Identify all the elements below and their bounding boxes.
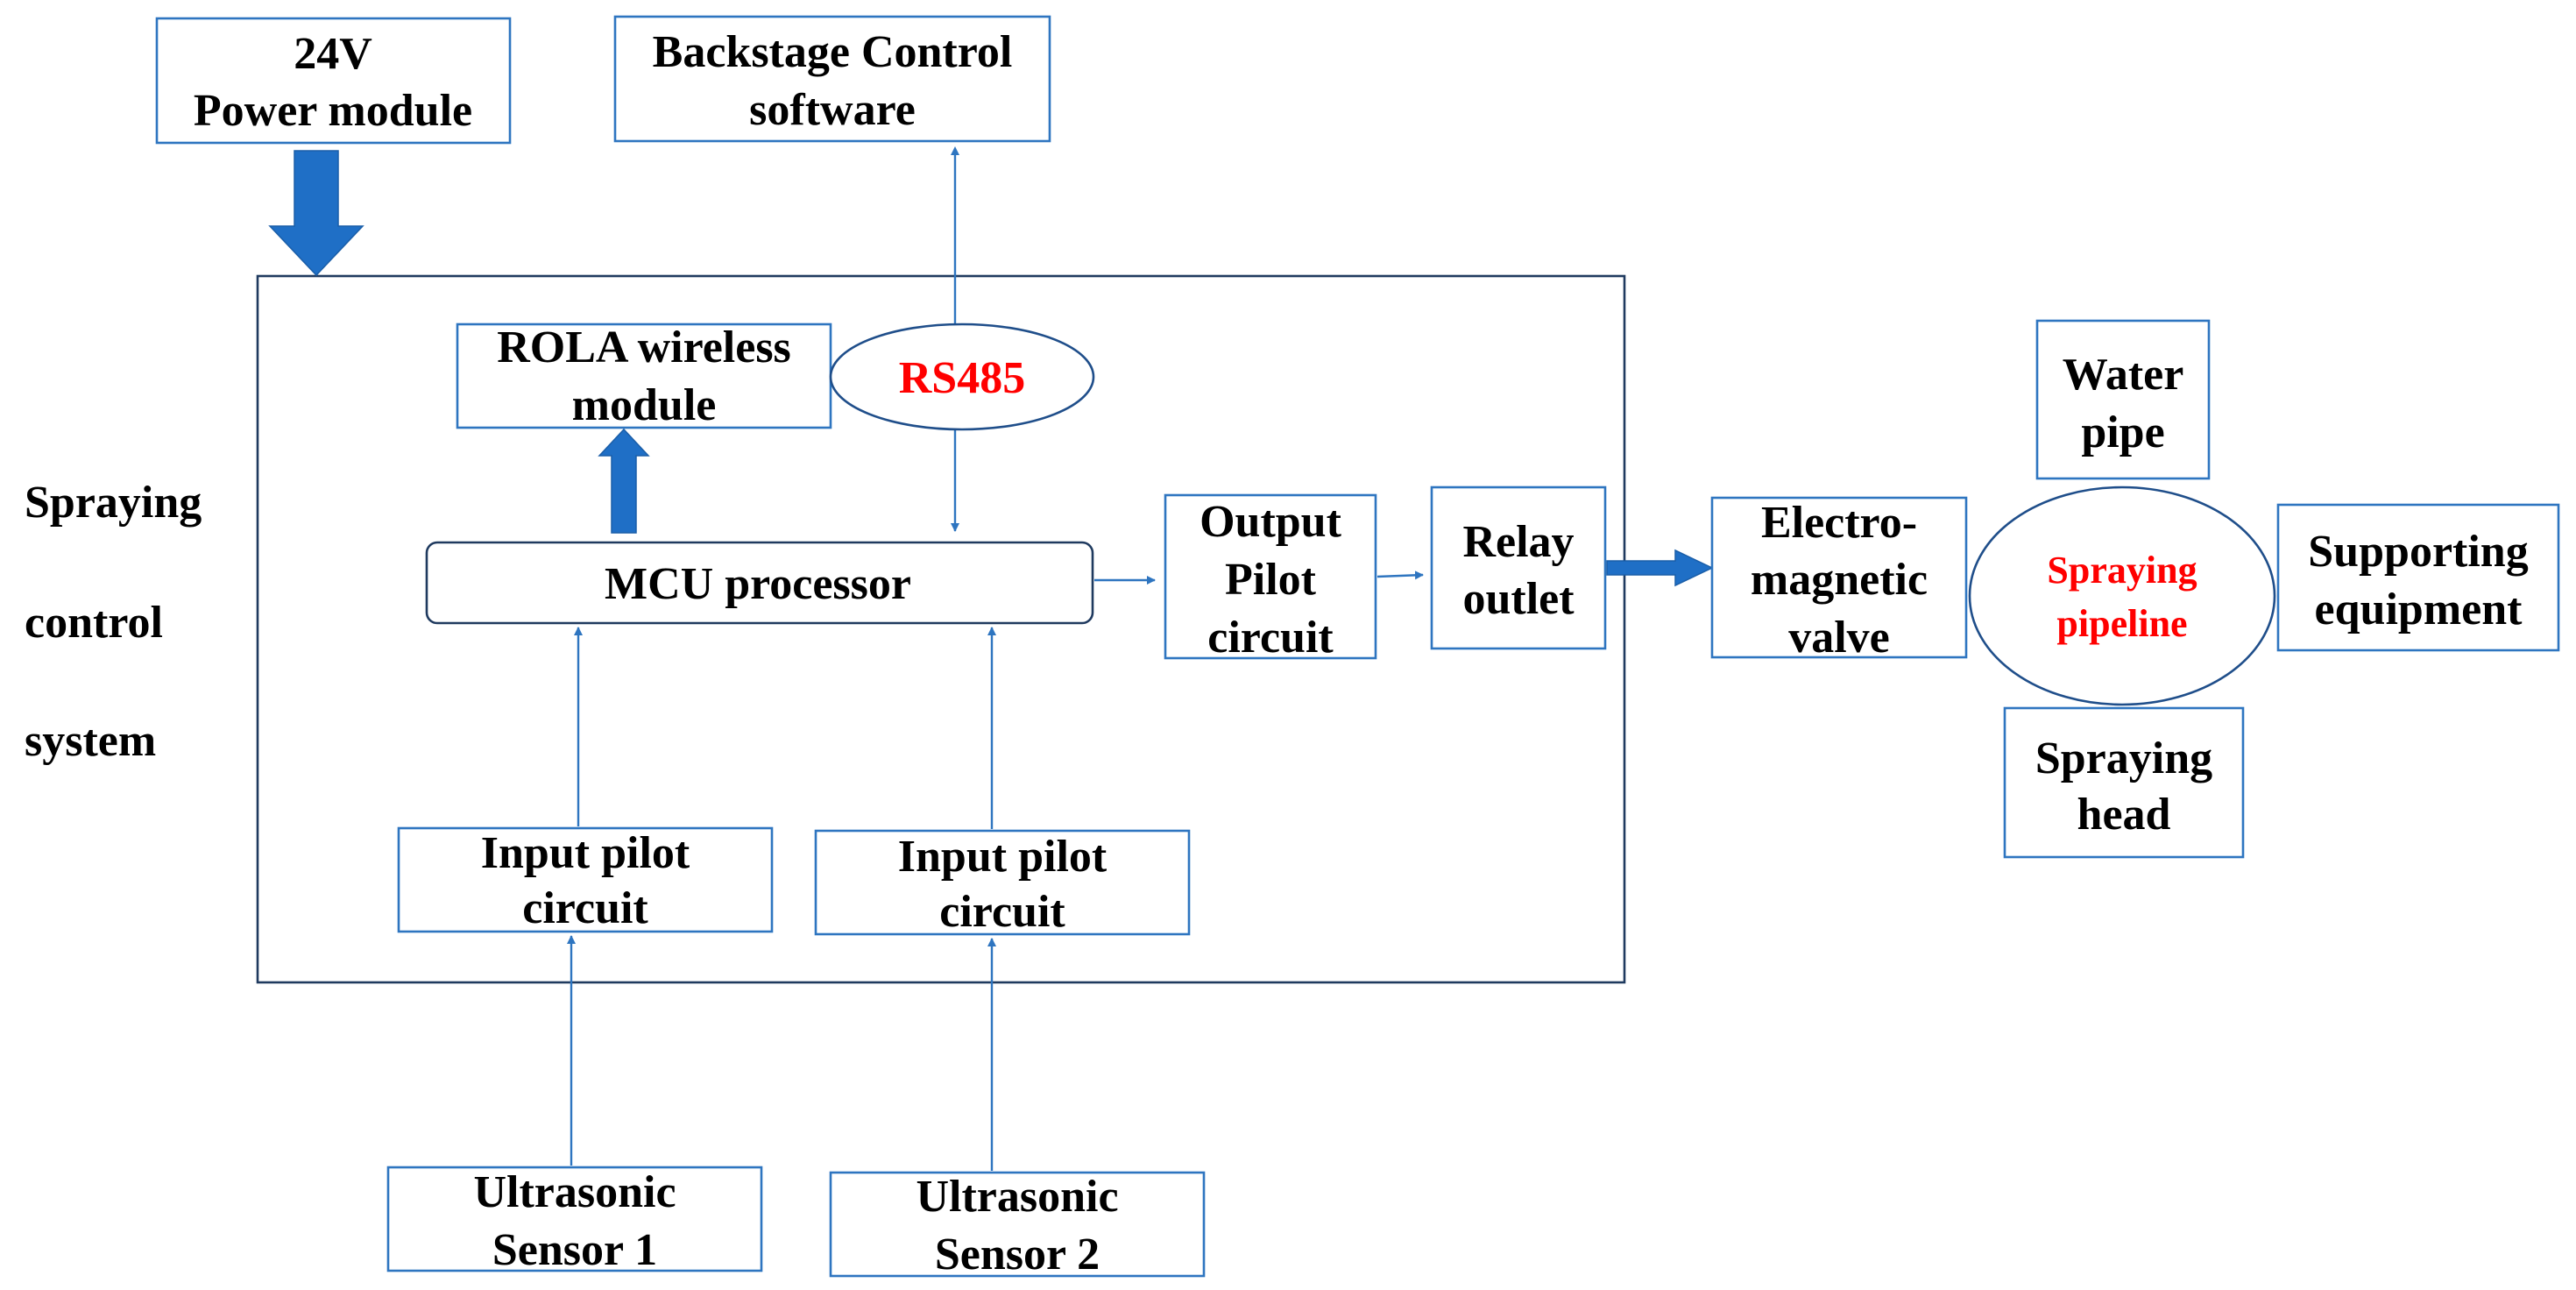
output-pilot-line1: Output xyxy=(1200,497,1342,547)
output-pilot-circuit-box: Output Pilot circuit xyxy=(1164,493,1377,663)
backstage-control-box: Backstage Control software xyxy=(613,15,1051,143)
rs485-label: RS485 xyxy=(899,353,1025,403)
rola-line1: ROLA wireless xyxy=(497,322,791,372)
sensor-2-line2: Sensor 2 xyxy=(935,1230,1100,1279)
system-label-line2: control xyxy=(25,598,163,648)
valve-line1: Electro- xyxy=(1761,498,1917,548)
relay-valve-arrow xyxy=(1606,549,1714,587)
output-pilot-line3: circuit xyxy=(1207,613,1334,663)
mcu-processor-box: MCU processor xyxy=(425,541,1094,625)
valve-line3: valve xyxy=(1788,613,1890,663)
output-pilot-line2: Pilot xyxy=(1225,555,1317,605)
input-pilot-2-line2: circuit xyxy=(939,887,1065,937)
rola-line2: module xyxy=(572,380,717,430)
input-pilot-1-line1: Input pilot xyxy=(481,828,690,878)
spraying-pipeline-ellipse: Spraying pipeline xyxy=(1968,486,2276,706)
backstage-line1: Backstage Control xyxy=(653,27,1013,77)
input-pilot-1-line2: circuit xyxy=(522,883,648,933)
pipeline-line1: Spraying xyxy=(2047,549,2197,592)
spraying-head-box: Spraying head xyxy=(2003,706,2245,859)
control-system-frame xyxy=(256,274,1626,984)
pipeline-line2: pipeline xyxy=(2056,602,2187,645)
input-pilot-2-line1: Input pilot xyxy=(898,832,1108,882)
ultrasonic-sensor-1-box: Ultrasonic Sensor 1 xyxy=(386,1166,763,1275)
relay-line2: outlet xyxy=(1462,574,1575,624)
spraying-head-line2: head xyxy=(2077,790,2171,840)
power-module-line1: 24V xyxy=(294,29,372,79)
sensor-2-line1: Ultrasonic xyxy=(916,1172,1118,1222)
output-relay-link xyxy=(1376,571,1424,580)
water-pipe-line1: Water xyxy=(2063,350,2184,400)
valve-line2: magnetic xyxy=(1751,555,1928,605)
input-pilot-circuit-2-box: Input pilot circuit xyxy=(814,829,1191,937)
system-label-line1: Spraying xyxy=(25,478,202,528)
spraying-head-line1: Spraying xyxy=(2035,734,2212,783)
sensor-1-line2: Sensor 1 xyxy=(492,1225,657,1275)
system-label-line3: system xyxy=(25,716,156,766)
water-pipe-box: Water pipe xyxy=(2035,319,2211,480)
power-arrow xyxy=(268,150,364,277)
power-module-box: 24V Power module xyxy=(155,17,512,145)
backstage-line2: software xyxy=(749,85,916,135)
power-module-line2: Power module xyxy=(194,86,472,136)
rs485-ellipse: RS485 xyxy=(829,322,1095,431)
electromagnetic-valve-box: Electro- magnetic valve xyxy=(1710,496,1968,663)
relay-line1: Relay xyxy=(1462,517,1574,567)
ultrasonic-sensor-2-box: Ultrasonic Sensor 2 xyxy=(829,1171,1206,1279)
input-pilot-circuit-1-box: Input pilot circuit xyxy=(397,826,774,933)
water-pipe-line2: pipe xyxy=(2081,408,2164,457)
supporting-line1: Supporting xyxy=(2308,527,2528,577)
supporting-line2: equipment xyxy=(2315,585,2523,634)
system-label: Spraying control system xyxy=(25,478,202,766)
supporting-equipment-box: Supporting equipment xyxy=(2276,503,2560,652)
sensor-1-line1: Ultrasonic xyxy=(473,1167,676,1217)
relay-outlet-box: Relay outlet xyxy=(1430,486,1607,650)
rola-wireless-box: ROLA wireless module xyxy=(456,322,832,430)
mcu-label: MCU processor xyxy=(605,559,911,609)
mcu-rola-arrow xyxy=(598,428,650,534)
